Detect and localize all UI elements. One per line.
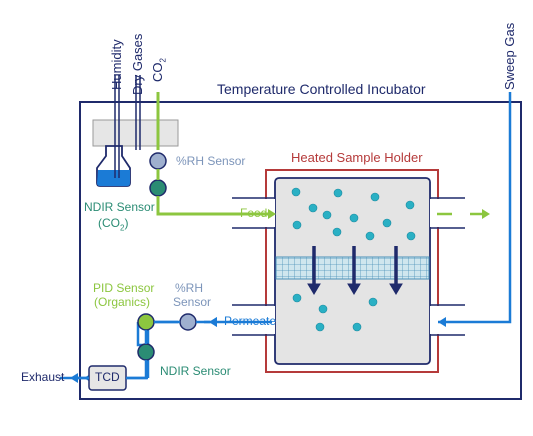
feed-label: Feed	[240, 206, 268, 220]
rh-sensor-bottom-label: %RH	[175, 281, 204, 295]
ndir-co2-end: )	[124, 216, 129, 230]
rh-sensor-top	[149, 152, 167, 170]
gas-particles	[291, 187, 416, 332]
ndir-sensor-top	[149, 179, 167, 197]
ndir-sensor-top-label: NDIR Sensor	[84, 200, 155, 214]
incubator-title: Temperature Controlled Incubator	[217, 81, 426, 97]
exhaust-label: Exhaust	[21, 370, 65, 384]
co2-inlet-main: CO	[150, 62, 165, 83]
tcd-label: TCD	[95, 370, 120, 384]
co2-inlet-label: CO2	[150, 58, 168, 83]
pid-sensor	[137, 313, 155, 331]
rh-sensor-top-label: %RH Sensor	[176, 154, 246, 168]
sample-holder-title: Heated Sample Holder	[291, 150, 423, 165]
sweep-gas-line	[446, 92, 512, 324]
humidity-label: Humidity	[109, 39, 124, 90]
co2-inlet-sub: 2	[158, 58, 168, 63]
rh-sensor-bottom	[179, 313, 197, 331]
permeation-arrows	[307, 246, 403, 295]
chamber-ports	[232, 197, 465, 336]
pid-sensor-label: PID Sensor	[93, 281, 155, 295]
humidity-flask	[96, 145, 131, 187]
rh-sensor-bottom-sublabel: Sensor	[173, 295, 212, 309]
sample-holder-outline	[265, 169, 439, 373]
permeate-label: Permeate	[224, 314, 277, 328]
inlet-tubes	[114, 75, 141, 178]
incubator-box	[79, 101, 522, 400]
ndir-co2-main: (CO	[98, 216, 120, 230]
sweep-gas-label: Sweep Gas	[502, 22, 517, 90]
ndir-co2-sub: 2	[120, 223, 125, 233]
ndir-sensor-bottom-label: NDIR Sensor	[160, 364, 231, 378]
pid-sensor-sublabel: (Organics)	[94, 295, 151, 309]
ndir-sensor-bottom	[137, 343, 155, 361]
dry-gases-label: Dry Gases	[130, 33, 145, 95]
ndir-sensor-top-sublabel: (CO2)	[98, 217, 128, 232]
